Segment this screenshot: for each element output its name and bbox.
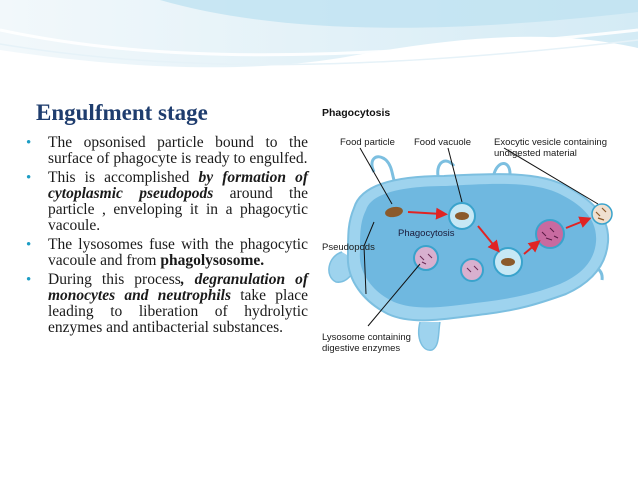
label-center-phagocytosis: Phagocytosis: [398, 228, 455, 239]
bullet-text: This is accomplished: [48, 169, 199, 186]
bullet-dot-icon: •: [26, 170, 32, 186]
bullet-text: The opsonised particle bound to the surf…: [48, 134, 308, 167]
label-exocytic-line1: Exocytic vesicle containing: [494, 137, 607, 148]
bullet-text: by formation of cytoplasmic pseudopods: [48, 169, 308, 202]
bullet-text: The lysosomes fuse with the phagocytic v…: [48, 236, 308, 269]
label-exocytic-line2: undigested material: [494, 148, 577, 159]
phagocytosis-figure: Phagocytosis Food particle Food vacuole …: [318, 104, 622, 362]
bullet-dot-icon: •: [26, 272, 32, 288]
outside-food-particle: [385, 206, 403, 218]
bullet-text: take place leading to liberation of hydr…: [48, 287, 309, 336]
bullet-dot-icon: •: [26, 135, 32, 151]
phagolysosome: [535, 219, 565, 249]
label-lysosome-line2: digestive enzymes: [322, 343, 401, 354]
bullet-item: • During this process, degranulation of m…: [26, 272, 308, 336]
bullet-item: • This is accomplished by formation of cy…: [26, 170, 308, 234]
bullet-text: around the particle , enveloping it in a…: [48, 185, 308, 234]
bullet-list: • The opsonised particle bound to the sur…: [26, 135, 308, 339]
label-lysosome-line1: Lysosome containing: [322, 332, 411, 343]
header-banner: [0, 0, 638, 80]
bullet-text: phagolysosome.: [160, 252, 265, 269]
bullet-item: • The lysosomes fuse with the phagocytic …: [26, 237, 308, 269]
cytoplasm: [359, 183, 597, 308]
exocytic-vesicle: [591, 203, 613, 225]
phagocytosis-diagram: [328, 147, 613, 351]
figure-title: Phagocytosis: [322, 107, 391, 119]
label-pseudopods: Pseudopods: [322, 242, 375, 253]
bullet-item: • The opsonised particle bound to the sur…: [26, 135, 308, 167]
bullet-dot-icon: •: [26, 237, 32, 253]
lysosome-2: [460, 258, 484, 282]
label-food-particle: Food particle: [340, 137, 395, 148]
label-food-vacuole: Food vacuole: [414, 137, 472, 148]
slide-title: Engulfment stage: [36, 100, 208, 125]
bullet-text: , degranulation of monocytes and neutrop…: [48, 271, 308, 304]
bullet-text: During this process: [48, 271, 181, 288]
